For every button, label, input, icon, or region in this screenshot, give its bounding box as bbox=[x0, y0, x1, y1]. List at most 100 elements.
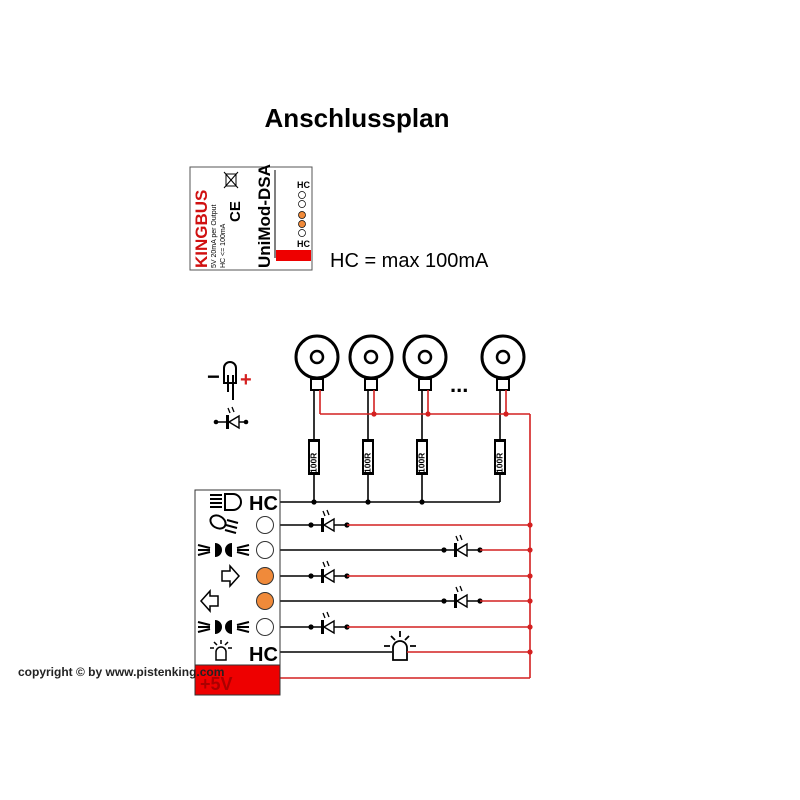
resistor: 100R bbox=[416, 439, 428, 475]
thumb-indicator bbox=[298, 200, 306, 208]
led-rays bbox=[322, 611, 330, 619]
beacon-lamp-icon bbox=[384, 631, 416, 661]
big-led-3 bbox=[402, 334, 448, 391]
led-rays bbox=[227, 406, 235, 414]
module-pinout: +5V HC HC bbox=[194, 489, 281, 696]
ce-mark: CE bbox=[227, 201, 244, 222]
junction-dot bbox=[527, 598, 533, 604]
big-led-1 bbox=[294, 334, 340, 391]
led-rays bbox=[322, 509, 330, 517]
led-center bbox=[309, 349, 325, 365]
junction-dot bbox=[527, 624, 533, 630]
junction-dot bbox=[527, 547, 533, 553]
indicator-orange bbox=[256, 567, 274, 585]
resistor: 100R bbox=[494, 439, 506, 475]
big-led-2 bbox=[348, 334, 394, 391]
hc-pin-top: HC bbox=[249, 493, 278, 515]
led-cathode bbox=[321, 569, 324, 583]
minus-label: − bbox=[207, 364, 220, 389]
hc-pin-bottom: HC bbox=[249, 644, 278, 666]
led-cathode bbox=[454, 594, 457, 608]
led-triangle bbox=[455, 593, 468, 609]
resistor-label: 100R bbox=[363, 453, 373, 473]
led-cathode bbox=[454, 543, 457, 557]
led-cathode bbox=[226, 415, 229, 429]
lamp-body bbox=[392, 640, 408, 661]
output-led bbox=[321, 509, 335, 533]
weee-bin-icon bbox=[223, 171, 239, 189]
thumb-indicator bbox=[298, 229, 306, 237]
indicator-white bbox=[256, 516, 274, 534]
led-rays bbox=[322, 560, 330, 568]
spec-text-1: 5V 20mA per Output bbox=[211, 205, 218, 268]
output-led bbox=[454, 585, 468, 609]
right-arrow-icon bbox=[221, 564, 241, 588]
resistor-inner bbox=[496, 442, 504, 472]
indicator-white bbox=[256, 618, 274, 636]
thumb-hc-top: HC bbox=[297, 180, 310, 190]
thumb-indicator bbox=[298, 220, 306, 228]
led-triangle bbox=[455, 542, 468, 558]
power-pin bbox=[194, 664, 281, 696]
led-rays bbox=[455, 534, 463, 542]
lamp-rays bbox=[384, 631, 416, 647]
led-symbol-icon bbox=[213, 406, 249, 430]
beacon-icon bbox=[210, 640, 232, 661]
left-arrow-icon bbox=[199, 589, 219, 613]
hazard-lights-icon bbox=[197, 543, 250, 557]
led-rays bbox=[455, 585, 463, 593]
led-cathode bbox=[321, 518, 324, 532]
resistor-inner bbox=[310, 442, 318, 472]
resistor-inner bbox=[418, 442, 426, 472]
output-led bbox=[454, 534, 468, 558]
led-center bbox=[495, 349, 511, 365]
thumb-indicator bbox=[298, 211, 306, 219]
resistor: 100R bbox=[362, 439, 374, 475]
junction-dot bbox=[527, 522, 533, 528]
led-socket bbox=[364, 378, 378, 391]
led-socket bbox=[496, 378, 510, 391]
led-socket bbox=[310, 378, 324, 391]
module-name: UniMod-DSA bbox=[255, 164, 274, 268]
led-component-icon: − + bbox=[207, 361, 252, 400]
thumb-indicator bbox=[298, 191, 306, 199]
resistor-label: 100R bbox=[309, 453, 319, 473]
led-triangle bbox=[322, 619, 335, 635]
led-triangle bbox=[227, 414, 240, 430]
hazard-lights-icon-2 bbox=[197, 620, 250, 634]
resistor: 100R bbox=[308, 439, 320, 475]
indicator-orange bbox=[256, 592, 274, 610]
copyright: copyright © by www.pistenking.com bbox=[18, 665, 224, 679]
led-cathode bbox=[321, 620, 324, 634]
indicator-white bbox=[256, 541, 274, 559]
thumb-hc-bottom: HC bbox=[297, 239, 310, 249]
spec-text-2: HC <= 100mA bbox=[220, 223, 227, 268]
resistor-label: 100R bbox=[417, 453, 427, 473]
resistor-inner bbox=[364, 442, 372, 472]
power-label: +5V bbox=[200, 674, 233, 694]
led-center bbox=[417, 349, 433, 365]
thumb-power-strip bbox=[276, 250, 311, 261]
legend-dot bbox=[213, 419, 219, 425]
circuit: 100R 100R 100R 100R... bbox=[280, 334, 533, 679]
page-title: Anschlussplan bbox=[265, 103, 450, 133]
headlight-icon bbox=[210, 493, 242, 511]
led-center bbox=[363, 349, 379, 365]
plus-label: + bbox=[240, 369, 252, 391]
ellipsis: ... bbox=[450, 372, 468, 397]
junction-dot bbox=[527, 649, 533, 655]
resistor-label: 100R bbox=[495, 453, 505, 473]
led-socket bbox=[418, 378, 432, 391]
brand-logo: KINGBUS bbox=[192, 190, 211, 268]
big-led-4 bbox=[480, 334, 526, 391]
output-led bbox=[321, 560, 335, 584]
led-triangle bbox=[322, 568, 335, 584]
hc-note: HC = max 100mA bbox=[330, 250, 489, 272]
module-thumbnail: KINGBUS 5V 20mA per Output HC <= 100mA C… bbox=[189, 164, 313, 271]
low-beam-icon bbox=[209, 514, 239, 534]
junction-dot bbox=[527, 573, 533, 579]
output-led bbox=[321, 611, 335, 635]
legend-dot bbox=[243, 419, 249, 425]
